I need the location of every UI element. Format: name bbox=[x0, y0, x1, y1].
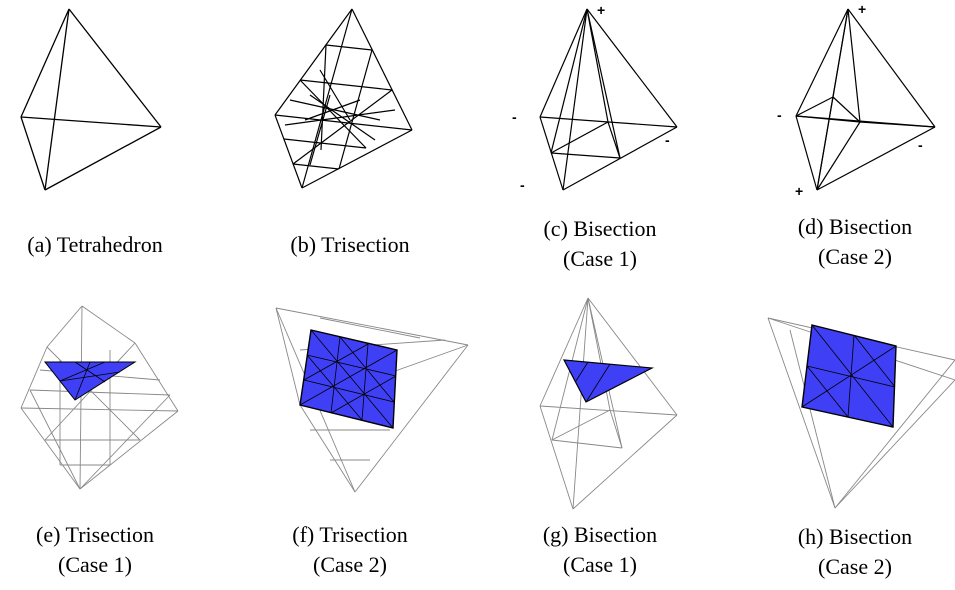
caption-h-line1: (h) Bisection bbox=[797, 524, 913, 549]
panel-e-trisection-case1 bbox=[20, 305, 179, 490]
sign-d-right: - bbox=[918, 137, 923, 153]
panel-b-trisection bbox=[274, 8, 413, 189]
caption-d-line2: (Case 2) bbox=[818, 244, 892, 269]
caption-f: (f) Trisection (Case 2) bbox=[255, 520, 445, 580]
caption-c-line2: (Case 1) bbox=[563, 246, 637, 271]
panel-d-bisection-case2 bbox=[795, 8, 936, 191]
caption-a-line1: (a) Tetrahedron bbox=[27, 232, 163, 257]
sign-d-bottom: + bbox=[795, 183, 804, 199]
panel-h-bisection-case2 bbox=[767, 317, 955, 509]
caption-a: (a) Tetrahedron bbox=[0, 230, 190, 260]
sign-d-top: + bbox=[858, 1, 867, 17]
caption-h: (h) Bisection (Case 2) bbox=[760, 522, 950, 582]
section-face bbox=[562, 359, 655, 403]
section-face bbox=[43, 361, 137, 401]
panel-g-bisection-case1 bbox=[539, 297, 678, 510]
caption-f-line1: (f) Trisection bbox=[292, 522, 408, 547]
caption-h-line2: (Case 2) bbox=[818, 554, 892, 579]
panel-f-trisection-case2 bbox=[275, 307, 469, 493]
caption-f-line2: (Case 2) bbox=[313, 552, 387, 577]
caption-b: (b) Trisection bbox=[255, 230, 445, 260]
sign-d-left: - bbox=[777, 107, 782, 123]
caption-g-line1: (g) Bisection bbox=[542, 522, 658, 547]
sign-c-bottom: - bbox=[520, 177, 525, 193]
caption-d-line1: (d) Bisection bbox=[797, 214, 913, 239]
caption-g-line2: (Case 1) bbox=[563, 552, 637, 577]
caption-b-line1: (b) Trisection bbox=[290, 232, 410, 257]
sign-c-left: - bbox=[512, 109, 517, 125]
panel-c-bisection-case1 bbox=[539, 8, 678, 191]
caption-g: (g) Bisection (Case 1) bbox=[505, 520, 695, 580]
caption-c-line1: (c) Bisection bbox=[543, 216, 657, 241]
panel-a-tetrahedron bbox=[20, 8, 162, 191]
sign-c-right: - bbox=[665, 132, 670, 148]
caption-d: (d) Bisection (Case 2) bbox=[760, 212, 950, 272]
caption-e: (e) Trisection (Case 1) bbox=[0, 520, 190, 580]
caption-e-line2: (Case 1) bbox=[58, 552, 132, 577]
caption-e-line1: (e) Trisection bbox=[36, 522, 154, 547]
sign-c-top: + bbox=[597, 2, 606, 18]
caption-c: (c) Bisection (Case 1) bbox=[505, 214, 695, 274]
